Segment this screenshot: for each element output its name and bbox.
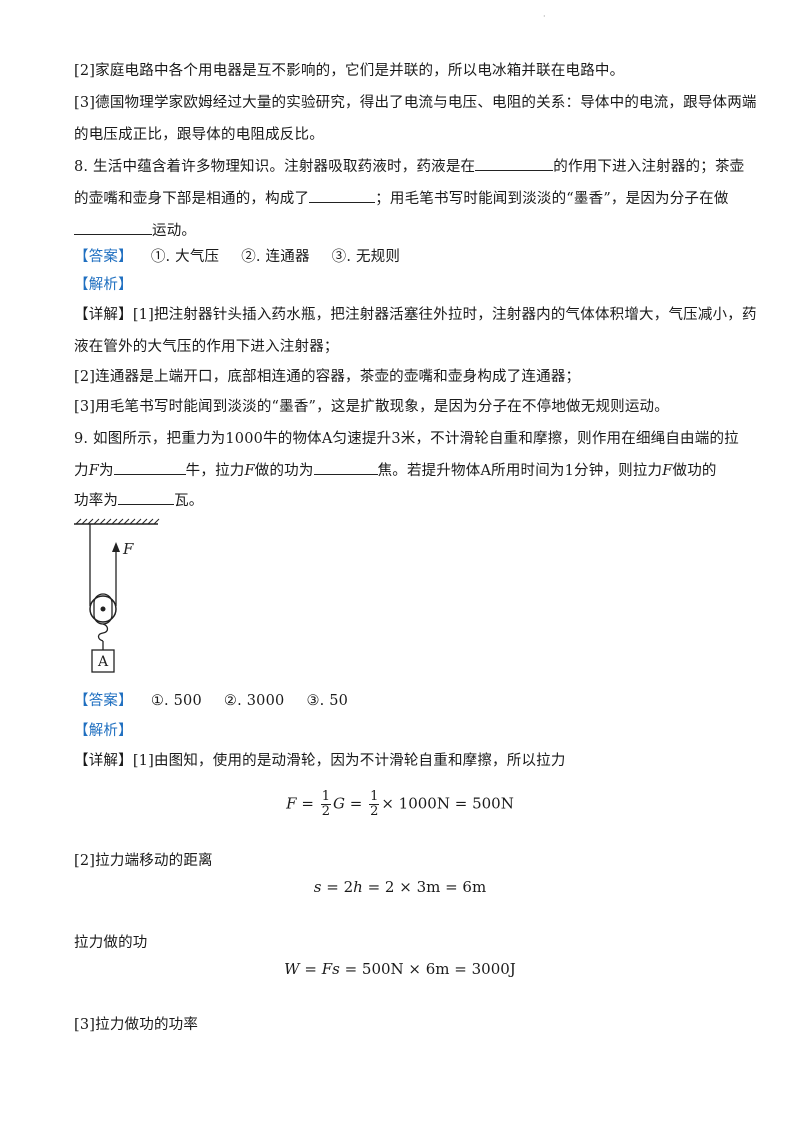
q9-analysis-tag: 【解析】 [74,723,133,739]
q9-detail1: 【详解】[1]由图知，使用的是动滑轮，因为不计滑轮自重和摩擦，所以拉力 [74,753,566,769]
force-arrow [112,542,120,552]
q8-analysis-tag: 【解析】 [74,277,133,293]
q8-detail1: 【详解】[1]把注射器针头插入药水瓶，把注射器活塞往外拉时，注射器内的气体体积增… [74,307,757,323]
answer-blank [313,460,378,475]
q9-detail2: [2]拉力端移动的距离 [74,853,213,869]
q9-line3: 功率为瓦。 [74,490,204,512]
q9-line2: 力F为牛，拉力F做的功为焦。若提升物体A所用时间为1分钟，则拉力F做功的 [74,460,717,482]
page-mark: · [543,12,546,21]
hook [97,623,109,642]
q8-line3: 运动。 [74,220,196,242]
q9-line1: 9. 如图所示，把重力为1000牛的物体A匀速提升3米，不计滑轮自重和摩擦，则作… [74,431,739,447]
q8-detail2: 液在管外的大气压的作用下进入注射器； [74,339,339,355]
q8-detail4: [3]用毛笔书写时能闻到淡淡的“墨香”，这是扩散现象，是因为分子在不停地做无规则… [74,399,669,415]
equation-work: W = Fs = 500N × 6m = 3000J [284,960,516,978]
movable-pulley [89,593,117,625]
text-line: [3]德国物理学家欧姆经过大量的实验研究，得出了电流与电压、电阻的关系：导体中的… [74,95,757,111]
force-label: F [122,540,134,558]
equation-distance: s = 2h = 2 × 3m = 6m [313,878,487,896]
text-line: 的电压成正比，跟导体的电阻成反比。 [74,127,324,143]
text-line: [2]家庭电路中各个用电器是互不影响的，它们是并联的，所以电冰箱并联在电路中。 [74,63,625,79]
q9-detail4: [3]拉力做功的功率 [74,1017,199,1033]
block-label: A [97,654,109,670]
ceiling [74,518,160,525]
answer-blank [118,490,175,505]
q9-detail3: 拉力做的功 [74,935,148,951]
answer-blank [113,460,186,475]
q8-detail3: [2]连通器是上端开口，底部相连通的容器，茶壶的壶嘴和壶身构成了连通器； [74,369,581,385]
answer-blank [309,188,376,203]
q8-line2: 的壶嘴和壶身下部是相通的，构成了；用毛笔书写时能闻到淡淡的“墨香”，是因为分子在… [74,188,729,210]
q8-line1: 8. 生活中蕴含着许多物理知识。注射器吸取药液时，药液是在的作用下进入注射器的；… [74,156,744,178]
block-a [91,649,115,673]
pulley-figure: F A [74,518,160,673]
answer-blank [475,156,554,171]
answer-blank [74,220,152,235]
